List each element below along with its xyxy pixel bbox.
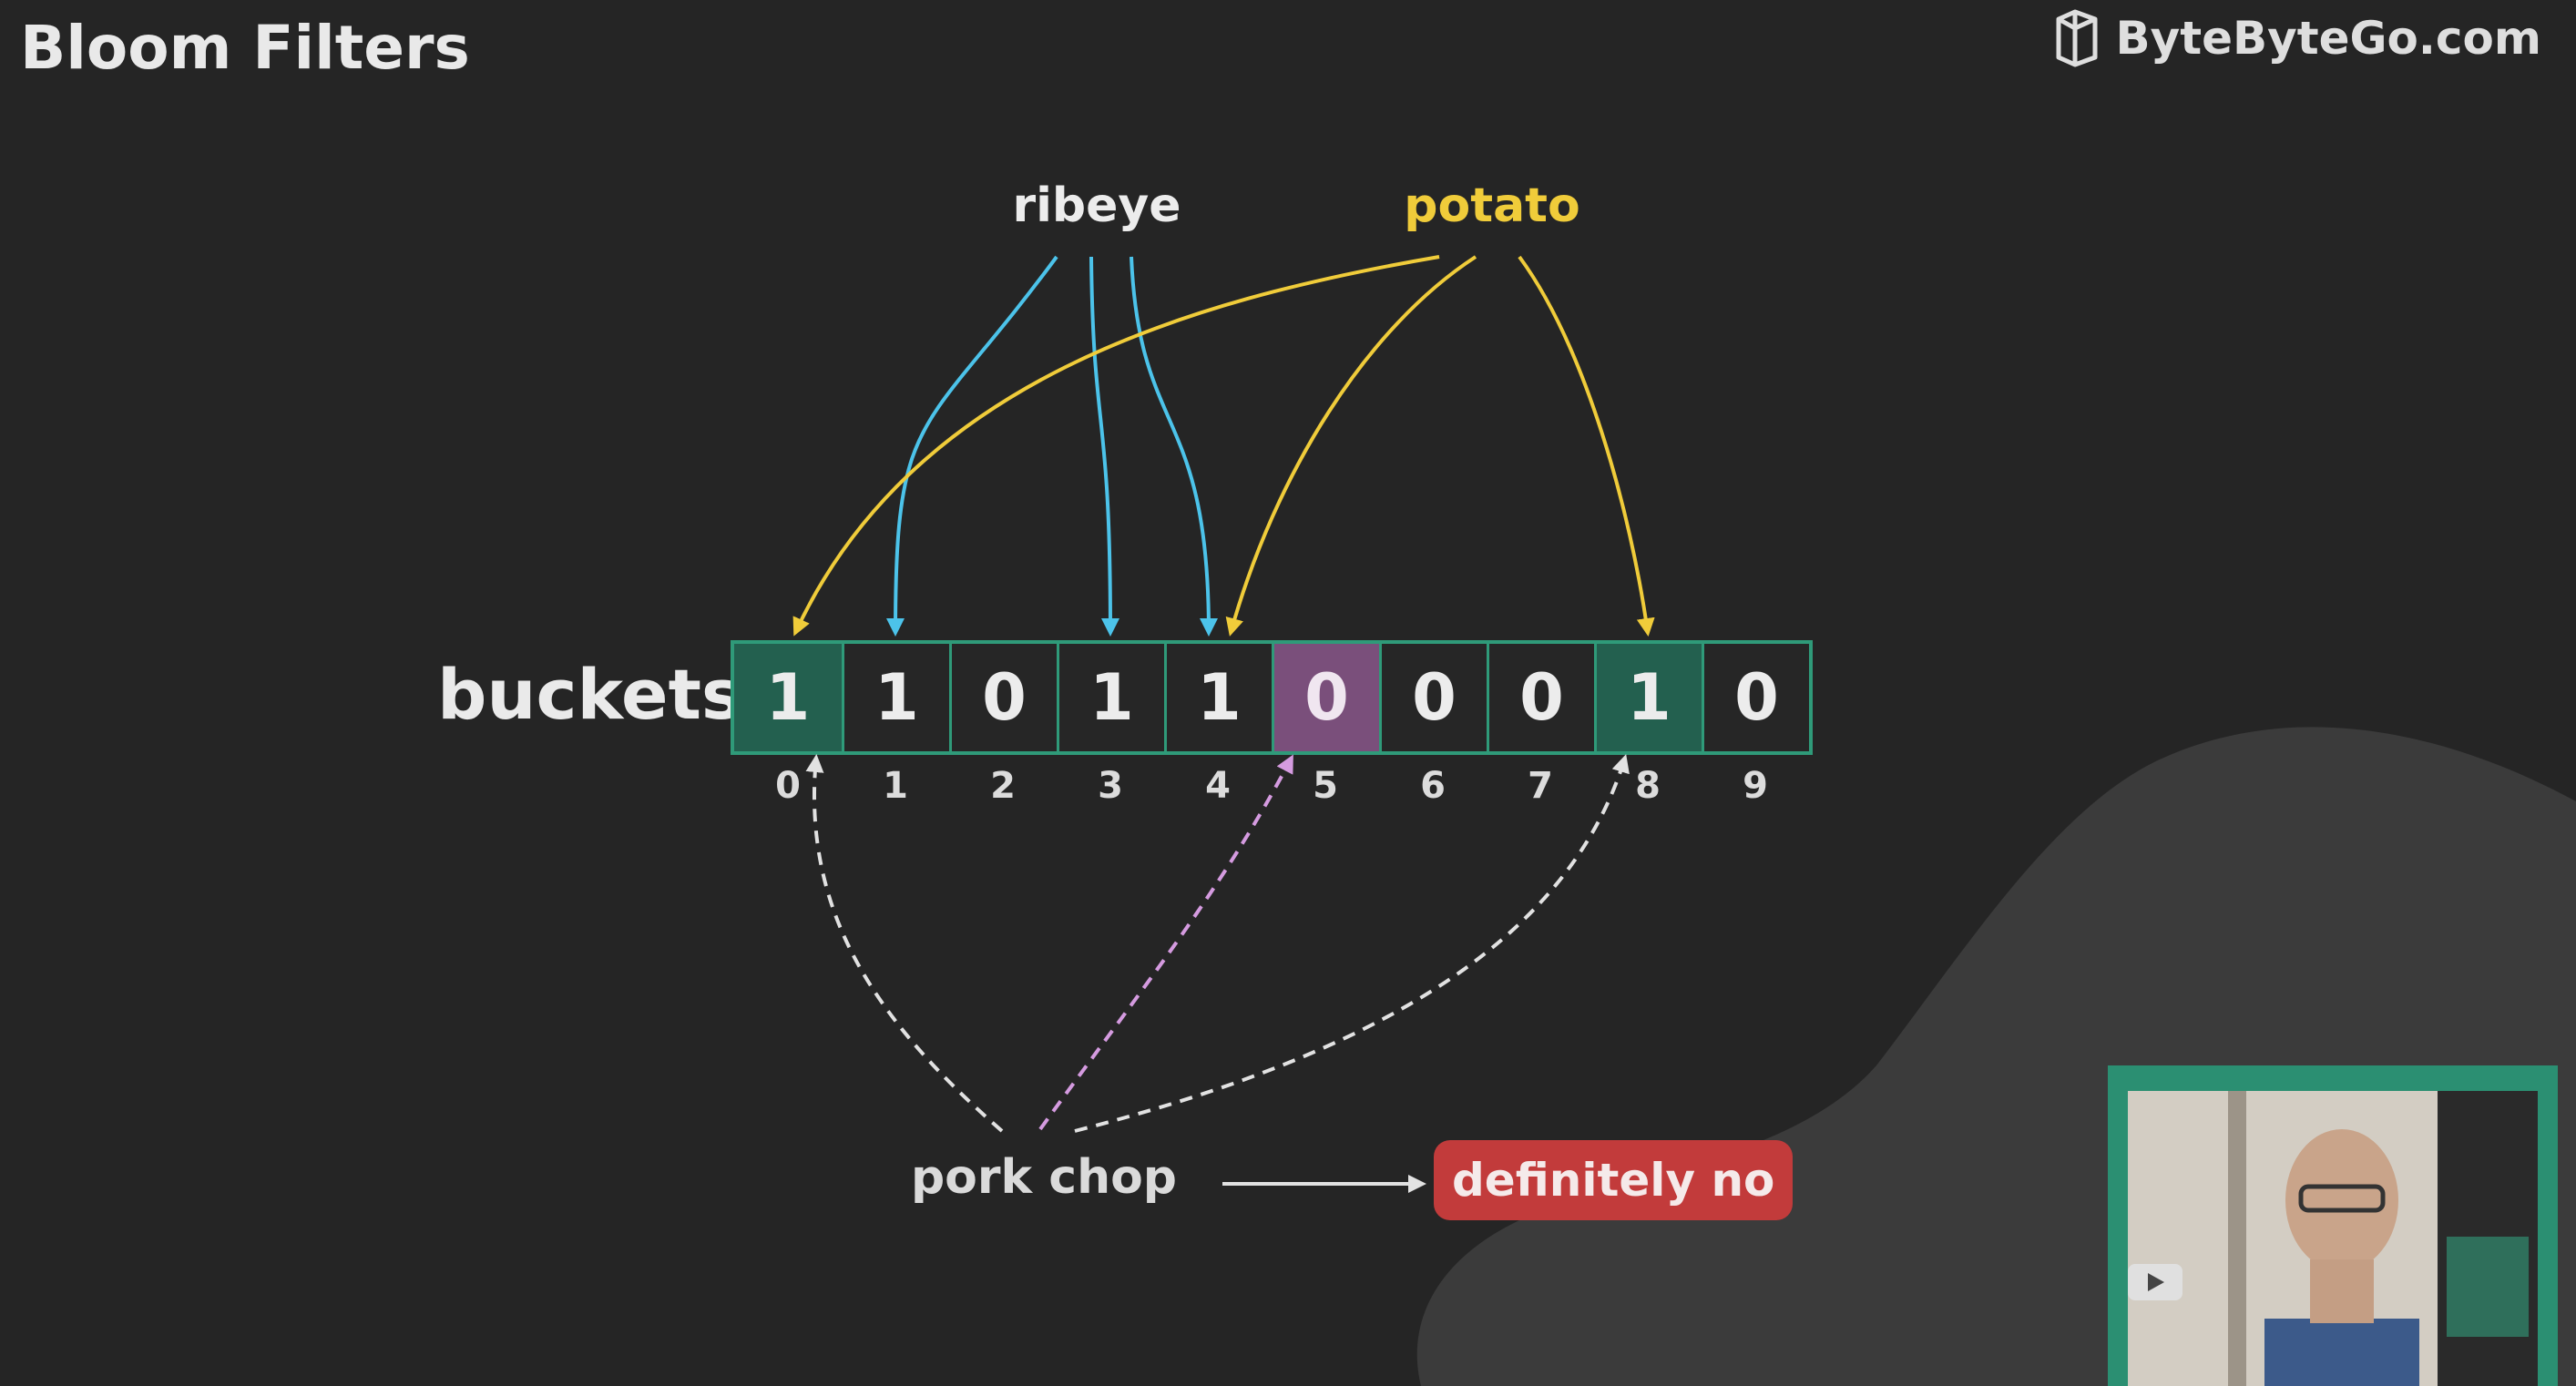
bucket-cell: 0 (1379, 644, 1487, 751)
query-hash-arrow (805, 754, 1004, 1133)
potato-hash-arrow (792, 255, 1440, 637)
inserted-item-ribeye: ribeye (1012, 178, 1181, 233)
bucket-index: 5 (1313, 765, 1338, 807)
ribeye-hash-arrow (886, 255, 1058, 637)
ribeye-hash-arrow (1089, 256, 1119, 637)
bucket-cell: 0 (949, 644, 1057, 751)
bucket-index: 1 (883, 765, 908, 807)
bucket-index: 2 (990, 765, 1016, 807)
bucket-index: 8 (1635, 765, 1661, 807)
bucket-cell: 1 (734, 644, 842, 751)
query-miss-arrow (1038, 754, 1293, 1131)
bucket-index: 3 (1098, 765, 1123, 807)
bytebytego-logo-icon (2056, 9, 2098, 67)
inserted-item-potato: potato (1404, 178, 1580, 233)
page-title: Bloom Filters (20, 13, 470, 83)
bucket-index: 7 (1528, 765, 1553, 807)
bucket-cell: 1 (1594, 644, 1702, 751)
ribeye-hash-arrow (1130, 256, 1218, 637)
brand-name: ByteByteGo.com (2115, 12, 2541, 65)
bucket-cell: 1 (1164, 644, 1272, 751)
bucket-cell: 0 (1487, 644, 1594, 751)
potato-hash-arrow (1225, 255, 1477, 637)
query-hash-arrow (1074, 754, 1630, 1133)
presenter-webcam (2108, 1065, 2558, 1386)
bucket-indices: 0 1 2 3 4 5 6 7 8 9 (734, 765, 1809, 807)
presenter-image (2128, 1091, 2538, 1386)
query-item-pork-chop: pork chop (910, 1150, 1178, 1205)
potato-hash-arrow (1518, 255, 1655, 637)
bucket-index: 9 (1743, 765, 1768, 807)
bucket-index: 0 (775, 765, 801, 807)
webcam-video (2128, 1091, 2538, 1386)
bucket-cell: 0 (1272, 644, 1379, 751)
buckets-label: buckets (437, 654, 743, 735)
bucket-cell: 1 (842, 644, 949, 751)
bucket-cell: 0 (1702, 644, 1809, 751)
bucket-cell: 1 (1057, 644, 1164, 751)
bucket-index: 4 (1205, 765, 1231, 807)
bucket-index: 6 (1420, 765, 1446, 807)
brand: ByteByteGo.com (2050, 2, 2541, 75)
result-badge: definitely no (1434, 1140, 1794, 1220)
